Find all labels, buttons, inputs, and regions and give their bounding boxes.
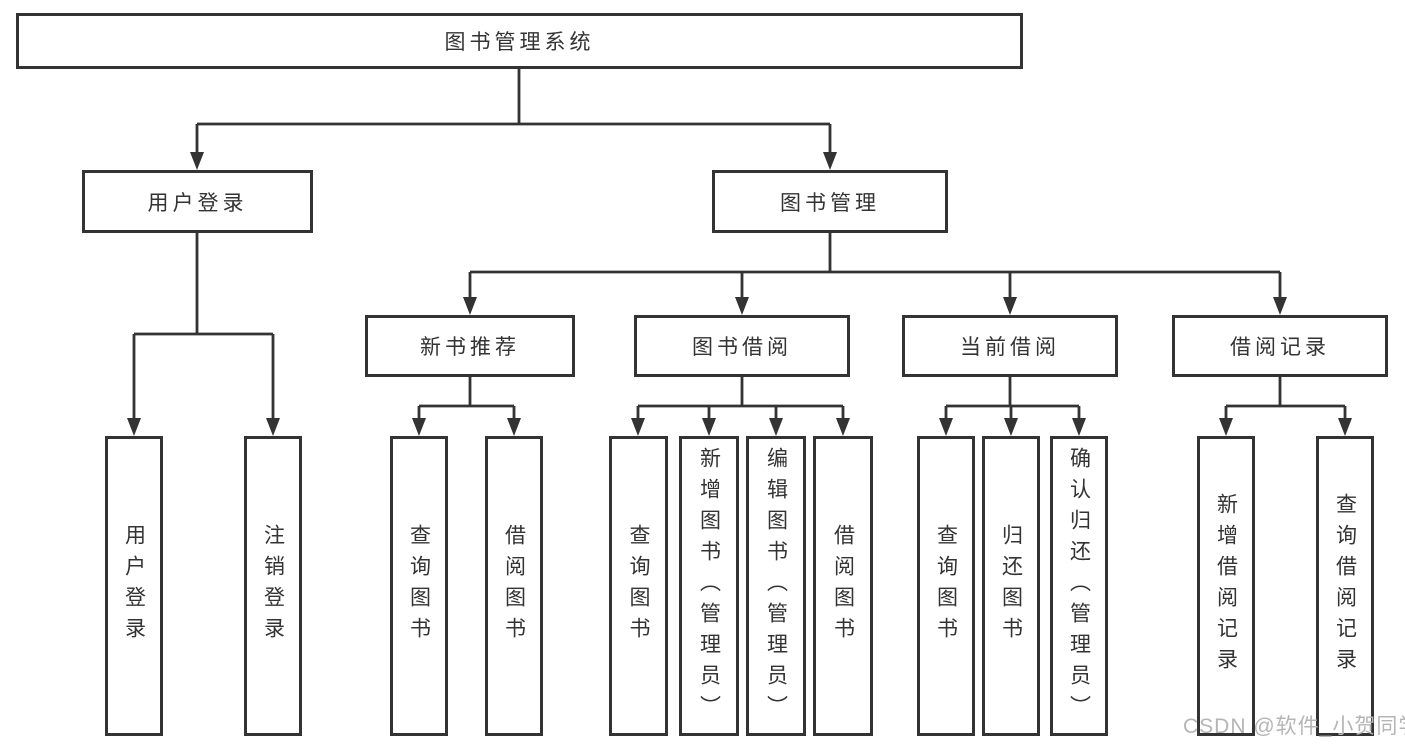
leaf-query-books: 查询图书 <box>390 436 448 736</box>
leaf-query-books: 查询图书 <box>917 436 975 736</box>
leaf-edit-book-admin: 编辑图书（管理员） <box>746 436 806 736</box>
node-label: 编辑图书（管理员） <box>764 446 788 726</box>
leaf-logout: 注销登录 <box>244 436 302 736</box>
node-label: 借阅记录 <box>1230 336 1330 359</box>
leaf-query-borrow-record: 查询借阅记录 <box>1316 436 1374 736</box>
node-new-book-recommend: 新书推荐 <box>365 315 575 377</box>
node-book-management: 图书管理 <box>712 170 948 233</box>
node-label: 查询图书 <box>407 524 431 648</box>
node-library-management-system: 图书管理系统 <box>16 13 1023 69</box>
leaf-borrow-books: 借阅图书 <box>813 436 873 736</box>
node-label: 图书管理系统 <box>444 31 595 54</box>
node-borrowing-records: 借阅记录 <box>1172 315 1388 377</box>
leaf-borrow-books: 借阅图书 <box>485 436 543 736</box>
node-user-login: 用户登录 <box>82 170 313 233</box>
leaf-user-login: 用户登录 <box>105 436 163 736</box>
node-label: 注销登录 <box>261 524 285 648</box>
node-label: 新书推荐 <box>420 336 520 359</box>
leaf-query-books: 查询图书 <box>609 436 668 736</box>
node-label: 查询借阅记录 <box>1333 493 1357 679</box>
node-label: 新增图书（管理员） <box>697 446 721 726</box>
leaf-add-borrow-record: 新增借阅记录 <box>1197 436 1255 736</box>
node-label: 查询图书 <box>627 524 650 648</box>
node-label: 用户登录 <box>122 524 146 648</box>
node-label: 图书借阅 <box>692 336 792 359</box>
leaf-confirm-return-admin: 确认归还（管理员） <box>1050 436 1108 736</box>
leaf-add-book-admin: 新增图书（管理员） <box>679 436 739 736</box>
node-label: 查询图书 <box>934 524 958 648</box>
node-label: 借阅图书 <box>502 524 526 648</box>
node-label: 确认归还（管理员） <box>1067 446 1091 726</box>
node-label: 新增借阅记录 <box>1214 493 1238 679</box>
node-label: 借阅图书 <box>831 524 855 648</box>
node-book-borrowing: 图书借阅 <box>634 315 850 377</box>
node-label: 用户登录 <box>147 191 248 215</box>
node-label: 图书管理 <box>780 191 880 215</box>
node-current-borrowing: 当前借阅 <box>902 315 1118 377</box>
csdn-watermark: CSDN @软件_小贺同学 <box>1183 715 1405 738</box>
node-label: 当前借阅 <box>960 336 1060 359</box>
node-label: 归还图书 <box>999 524 1023 648</box>
leaf-return-books: 归还图书 <box>982 436 1040 736</box>
